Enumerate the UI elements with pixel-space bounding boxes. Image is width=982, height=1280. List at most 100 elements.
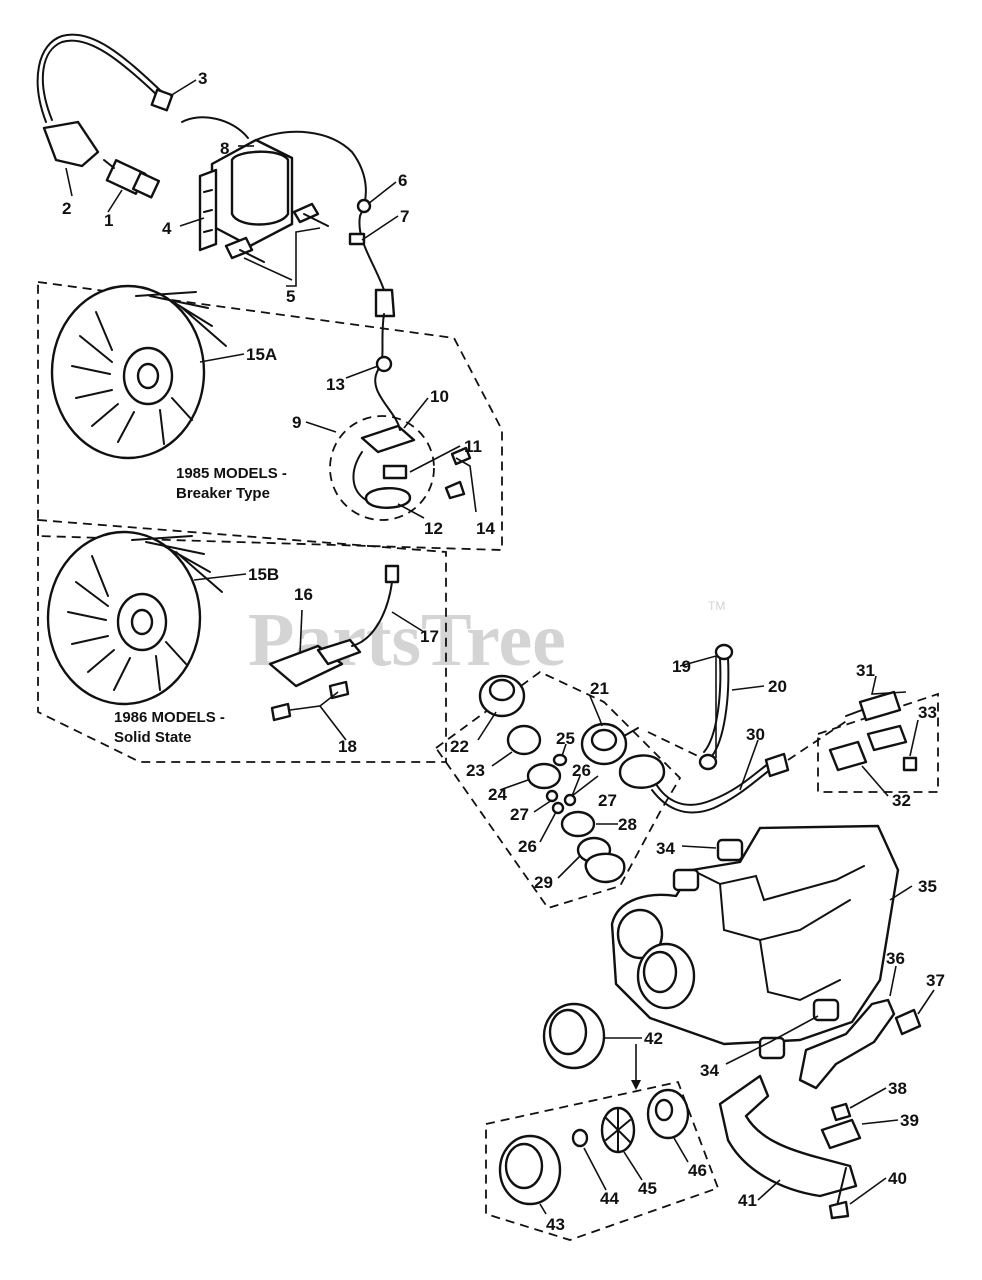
fuel-pickup (845, 690, 902, 722)
clip-33 (902, 756, 918, 772)
callout-5: 5 (286, 287, 295, 306)
callout-numbers: 1 2 3 4 5 6 7 8 9 10 11 12 13 14 15A 15B… (62, 69, 945, 1234)
callout-25: 25 (556, 729, 575, 748)
callout-22: 22 (450, 737, 469, 756)
tank-mounts-34 (672, 838, 840, 1060)
fuel-line-end (764, 752, 790, 778)
callout-6: 6 (398, 171, 407, 190)
callout-35: 35 (918, 877, 937, 896)
tube-grommet-top (714, 643, 734, 661)
tube-grommet-bottom (698, 753, 718, 771)
fitting-ring (618, 754, 666, 789)
callout-3: 3 (198, 69, 207, 88)
callout-15a: 15A (246, 345, 277, 364)
callout-26-lower: 26 (518, 837, 537, 856)
callout-16: 16 (294, 585, 313, 604)
callout-12: 12 (424, 519, 443, 538)
breaker-section-boundary (37, 280, 503, 551)
callout-9: 9 (292, 413, 301, 432)
callout-42: 42 (644, 1029, 663, 1048)
callout-26-upper: 26 (572, 761, 591, 780)
cap-arrow (631, 1044, 641, 1090)
callout-27-right: 27 (598, 791, 617, 810)
callout-38: 38 (888, 1079, 907, 1098)
callout-30: 30 (746, 725, 765, 744)
callout-24: 24 (488, 785, 507, 804)
callout-7: 7 (400, 207, 409, 226)
solid-state-section-subtitle: Solid State (114, 729, 192, 746)
filler-cap-43 (498, 1134, 562, 1206)
flywheel-solid-state (46, 530, 223, 706)
coil-screws (224, 202, 329, 263)
callout-29: 29 (534, 873, 553, 892)
ground-wire (181, 116, 249, 139)
callout-36: 36 (886, 949, 905, 968)
valve-plate-28 (560, 810, 596, 838)
fuel-tank (610, 824, 900, 1046)
callout-18: 18 (338, 737, 357, 756)
wire-clip (348, 232, 366, 246)
callout-45: 45 (638, 1179, 657, 1198)
terminal-nut (150, 88, 174, 112)
callout-1: 1 (104, 211, 113, 230)
callout-20: 20 (768, 677, 787, 696)
callout-46: 46 (688, 1161, 707, 1180)
callout-14: 14 (476, 519, 495, 538)
callout-4: 4 (162, 219, 172, 238)
callout-15b: 15B (248, 565, 279, 584)
pickup-section-boundary (817, 692, 939, 793)
callout-37: 37 (926, 971, 945, 990)
callout-28: 28 (618, 815, 637, 834)
callout-21: 21 (590, 679, 609, 698)
callout-32: 32 (892, 791, 911, 810)
outlet-fitting (584, 852, 626, 884)
filler-cap-42 (542, 1002, 606, 1070)
vent-45 (600, 1106, 636, 1154)
point-screws (444, 446, 472, 500)
spark-plug (103, 159, 161, 199)
leader-lines (65, 79, 935, 1215)
fuel-filter-32 (828, 724, 908, 772)
solid-state-section-boundary (37, 519, 447, 763)
breaker-section-subtitle: Breaker Type (176, 485, 270, 502)
fuel-line-30 (651, 769, 771, 814)
callout-23: 23 (466, 761, 485, 780)
ignition-module (268, 564, 400, 688)
callout-10: 10 (430, 387, 449, 406)
check-valves (545, 789, 577, 815)
spark-plug-boot (42, 120, 100, 168)
watermark-trademark: TM (708, 599, 725, 613)
callout-17: 17 (420, 627, 439, 646)
handle (718, 1074, 858, 1198)
wire-connector-13 (375, 355, 393, 373)
callout-44: 44 (600, 1189, 619, 1208)
bolt-40 (828, 1167, 850, 1220)
primary-wire (255, 130, 385, 291)
ignition-coil (198, 138, 294, 252)
fuel-line-30-b (655, 763, 769, 806)
pump-housing-21 (580, 722, 639, 766)
callout-34-lower: 34 (700, 1061, 719, 1080)
callout-41: 41 (738, 1191, 757, 1210)
wire-terminal (374, 288, 396, 318)
spacer-39 (820, 1118, 862, 1150)
flywheel-breaker (50, 284, 227, 460)
tube-route-line (647, 731, 703, 759)
retainer-44 (571, 1128, 589, 1148)
callout-13: 13 (326, 375, 345, 394)
callout-8: 8 (220, 139, 229, 158)
callout-31: 31 (856, 661, 875, 680)
gasket-25 (552, 753, 568, 767)
fuel-tube-20-inner (703, 657, 722, 753)
spark-plug-lead (36, 33, 163, 123)
callout-2: 2 (62, 199, 71, 218)
fuel-filter-cap (478, 674, 526, 718)
callout-27-left: 27 (510, 805, 529, 824)
breaker-assembly (329, 313, 435, 521)
callout-19: 19 (672, 657, 691, 676)
gasket-46 (646, 1088, 690, 1140)
solid-state-section-title: 1986 MODELS - (114, 709, 225, 726)
callout-39: 39 (900, 1111, 919, 1130)
